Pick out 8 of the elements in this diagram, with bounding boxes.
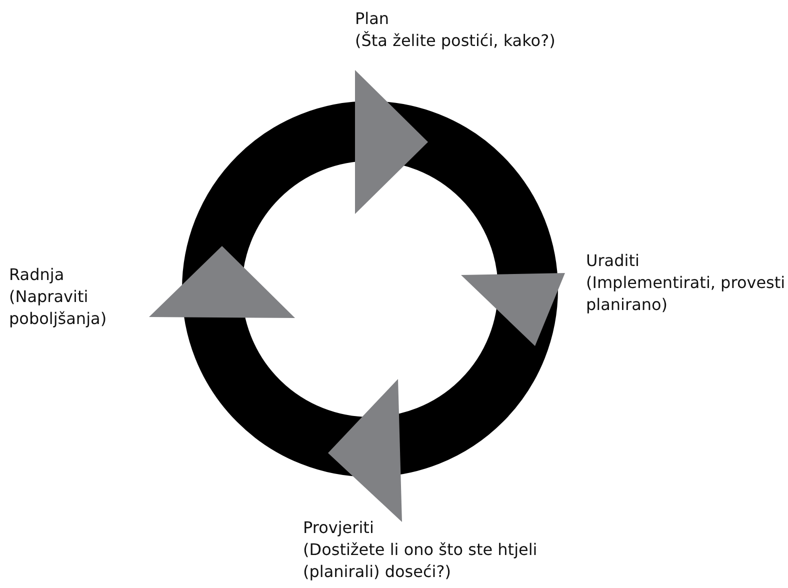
step-title: Plan	[355, 8, 390, 30]
step-description: (Dostižete li ono što ste htjeli (planirali) doseći?)	[303, 539, 538, 583]
step-title: Uraditi	[586, 250, 640, 272]
step-title: Provjeriti	[303, 517, 375, 539]
step-title: Radnja	[9, 264, 66, 286]
step-description: (Implementirati, provesti planirano)	[586, 272, 786, 316]
step-description: (Napraviti poboljšanja)	[9, 286, 108, 330]
step-description: (Šta želite postići, kako?)	[355, 30, 556, 52]
